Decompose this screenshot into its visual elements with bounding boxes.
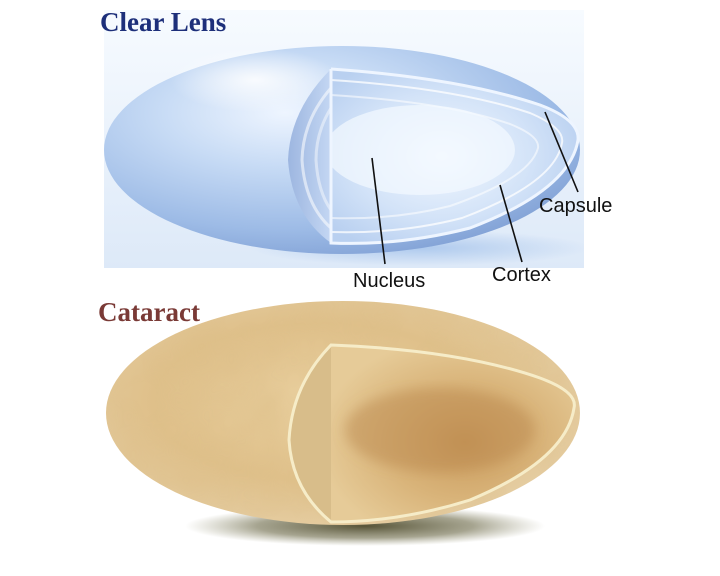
cortex-leader-line [499,184,523,263]
cataract-nucleus [345,388,535,472]
cortex-label: Cortex [492,264,551,286]
capsule-leader-line [544,111,579,193]
cataract-title: Cataract [98,297,200,327]
clear-lens-wedge-layer [314,107,333,211]
cataract-wedge [289,345,331,522]
clear-lens-wedge [288,69,331,243]
nucleus-leader-line [371,157,386,265]
cataract-capsule-edge [287,343,576,524]
clear-lens-wedge-layer [300,87,333,230]
clear-lens-nucleus [325,105,515,195]
clear-lens-capsule-edge [329,67,580,245]
clear-lens-title: Clear Lens [100,7,226,37]
clear-lens-highlight [170,48,340,112]
capsule-label: Capsule [539,195,612,217]
cataract-illustration [106,301,580,546]
clear-lens-illustration [104,10,584,268]
nucleus-label: Nucleus [353,270,425,292]
clear-lens-layer [330,79,564,234]
